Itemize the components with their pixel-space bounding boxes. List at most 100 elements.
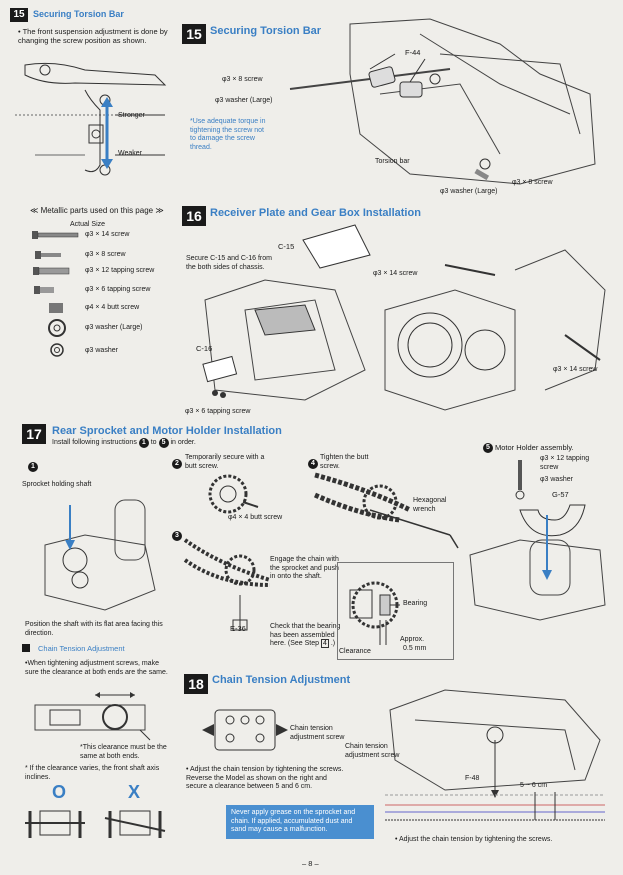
grease-warning: Never apply grease on the sprocket and c…	[226, 805, 374, 839]
step-18-badge: 18	[184, 674, 208, 694]
chain-adj-bullet: •When tightening adjustment screws, make…	[25, 660, 168, 676]
f44-label: F-44	[405, 48, 421, 57]
clearance-label: Clearance	[339, 648, 371, 655]
instr-to: to	[150, 439, 157, 446]
bearing-label: Bearing	[403, 600, 428, 607]
metal-item-3: φ3 × 12 tapping screw	[85, 267, 155, 274]
step2-text: Temporarily secure with a butt screw.	[185, 454, 265, 470]
page-number: – 8 –	[302, 859, 319, 868]
hexagonal-wrench-label: Hexagonal wrench	[413, 497, 447, 513]
receiver-plate-diagram	[202, 224, 606, 411]
check-end: .)	[330, 640, 336, 647]
motor-holder-diagram	[469, 460, 606, 621]
step-17-badge: 17	[22, 424, 46, 444]
tapping-screw-6-icon	[34, 286, 54, 294]
f48-label: F-48	[465, 775, 480, 782]
chain-tension-screw-label-2: Chain tension adjustment screw	[345, 743, 400, 759]
step-15-title: Securing Torsion Bar	[210, 25, 322, 37]
check-bearing-text: Check that the bearing has been assemble…	[270, 623, 345, 649]
washer-large-icon	[48, 319, 66, 337]
step4-chain-wrench	[313, 472, 459, 549]
step5-washer-label: φ3 washer	[540, 476, 573, 483]
ng-mark: X	[128, 782, 141, 802]
tapping-screw-6-label: φ3 × 6 tapping screw	[185, 408, 251, 415]
s15-washer-label-2: φ3 washer (Large)	[440, 188, 498, 195]
weaker-label: Weaker	[118, 150, 142, 157]
metal-item-1: φ3 × 14 screw	[85, 231, 130, 238]
approx-label: Approx.	[400, 636, 425, 643]
metal-item-6: φ3 washer (Large)	[85, 324, 143, 331]
chain-tension-block	[202, 709, 288, 751]
torsion-adjust-diagram	[15, 62, 167, 176]
screw-14-label-a: φ3 × 14 screw	[373, 270, 418, 277]
screw-14-icon	[32, 231, 79, 239]
s15-washer-label: φ3 washer (Large)	[215, 97, 273, 104]
engage-chain-text: Engage the chain with the sprocket and p…	[270, 556, 339, 580]
torsion-bar-label: Torsion bar	[375, 158, 410, 165]
step3-chain	[183, 538, 271, 631]
tap12-label: φ3 × 12 tapping screw	[540, 455, 590, 471]
step-16-title: Receiver Plate and Gear Box Installation	[210, 207, 421, 219]
sprocket-holding-shaft-label: Sprocket holding shaft	[22, 481, 92, 488]
step1-badge: 1	[28, 462, 38, 472]
instr-post: in order.	[170, 439, 196, 446]
e36-label: E-36	[230, 624, 246, 633]
step4-badge: 4	[308, 459, 318, 469]
range-label: 5 ~ 6 cm	[520, 782, 548, 789]
metal-item-2: φ3 × 8 screw	[85, 251, 126, 258]
c16-label: C-16	[196, 344, 213, 353]
half-mm-label: 0.5 mm	[403, 645, 427, 652]
metal-item-4: φ3 × 6 tapping screw	[85, 286, 151, 293]
shaft-ok-ng-diagram	[25, 810, 166, 838]
bearing-detail-box	[337, 562, 454, 660]
check-text: Check that the bearing has been assemble…	[270, 623, 341, 647]
metal-item-7: φ3 washer	[85, 347, 118, 354]
adjust-instructions: • Adjust the chain tension by tightening…	[186, 766, 344, 790]
step1-diagram	[44, 499, 156, 611]
step-16-badge: 16	[182, 206, 206, 226]
step-17-title: Rear Sprocket and Motor Holder Installat…	[52, 425, 282, 437]
position-shaft-note: Position the shaft with its flat area fa…	[25, 621, 163, 637]
clearance-same-note: *This clearance must be the same at both…	[80, 744, 167, 760]
step2-sprocket	[208, 474, 259, 514]
reversed-model-diagram	[389, 689, 601, 798]
bearing-detail	[349, 581, 400, 645]
step-15-badge: 15	[182, 24, 206, 44]
butt-screw-icon	[49, 303, 63, 313]
step5-badge: 5	[483, 443, 493, 453]
chain-adj-square	[22, 644, 30, 652]
torsion-bar-diagram	[289, 18, 596, 185]
step5-text: Motor Holder assembly.	[495, 443, 574, 452]
secure-c15-c16: Secure C-15 and C-16 from the both sides…	[186, 255, 272, 271]
chain-tension-screw-label: Chain tension adjustment screw	[290, 725, 345, 741]
s15-screw-label-2: φ3 × 8 screw	[512, 179, 553, 186]
c15-label: C-15	[278, 242, 295, 251]
s15-screw-label: φ3 × 8 screw	[222, 76, 263, 83]
chain-clearance-diagram	[385, 792, 605, 821]
screw-8-icon	[35, 251, 61, 259]
ok-mark: O	[52, 782, 67, 802]
step-15-small-badge: 15	[10, 8, 28, 22]
bottom-adjust-note: • Adjust the chain tension by tightening…	[395, 836, 553, 843]
step-15-small-title: Securing Torsion Bar	[33, 9, 124, 19]
step4-text: Tighten the butt screw.	[320, 454, 369, 470]
step2-badge: 2	[172, 459, 182, 469]
check-step-ref: 4	[320, 639, 329, 648]
step-18-title: Chain Tension Adjustment	[212, 674, 351, 686]
instr-pre: Install following instructions	[52, 439, 137, 446]
screw-14-label-b: φ3 × 14 screw	[553, 366, 598, 373]
tapping-screw-12-icon	[33, 267, 70, 275]
butt-screw-label: φ4 × 4 butt screw	[228, 514, 283, 521]
g57-label: G-57	[552, 490, 569, 499]
step-15-small-desc: • The front suspension adjustment is don…	[18, 27, 168, 45]
actual-size-label: Actual Size	[70, 221, 106, 228]
step3-badge: 3	[172, 531, 182, 541]
instr-from-badge: 1	[138, 438, 149, 448]
stronger-label: Stronger	[118, 112, 145, 119]
clearance-varies-note: * If the clearance varies, the front sha…	[25, 765, 160, 781]
metal-item-5: φ4 × 4 butt screw	[85, 304, 140, 311]
washer-icon	[50, 343, 64, 357]
step-17-instructions: Install following instructions 1 to 5 in…	[52, 438, 196, 448]
s15-torque-note: *Use adequate torque in tightening the s…	[190, 118, 266, 151]
instr-end-badge: 5	[158, 438, 169, 448]
